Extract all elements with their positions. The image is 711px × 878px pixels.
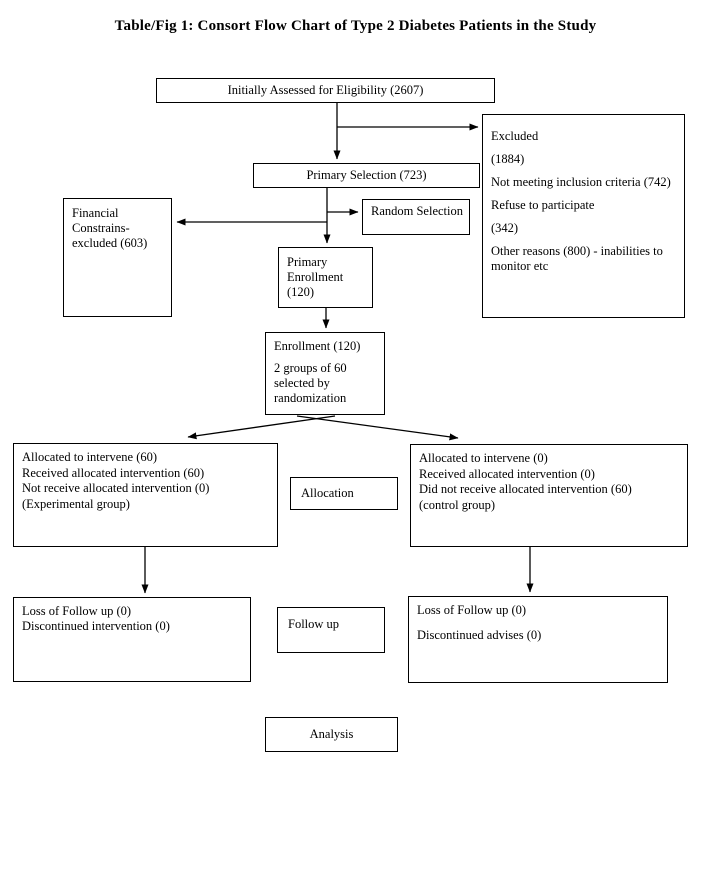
node-followup-experimental: Loss of Follow up (0) Discontinued inter…	[13, 597, 251, 682]
excluded-line: Refuse to participate	[491, 198, 595, 212]
node-allocated-experimental: Allocated to intervene (60) Received all…	[13, 443, 278, 547]
allocated-control-line: Received allocated intervention (0)	[419, 466, 595, 481]
excluded-line: Excluded	[491, 129, 539, 143]
analysis-stage-text: Analysis	[309, 727, 354, 741]
node-primary-selection-label: Primary Selection (723)	[306, 168, 427, 182]
allocated-experimental-line: Received allocated intervention (60)	[22, 465, 205, 480]
arrow-enrollment-to-control	[296, 415, 459, 441]
followup-stage-text: Follow up	[288, 617, 340, 631]
excluded-line: Not meeting inclusion criteria (742)	[491, 175, 671, 189]
node-random-selection-label: Random Selection	[371, 204, 463, 218]
node-random-selection: Random Selection	[362, 199, 470, 235]
node-financial-constraints: Financial Constrains- excluded (603)	[63, 198, 172, 317]
allocated-experimental-line: Not receive allocated intervention (0)	[22, 481, 210, 495]
excluded-line: (342)	[491, 221, 519, 235]
allocated-control-line: Did not receive allocated intervention (…	[419, 482, 632, 496]
chart-title: Table/Fig 1: Consort Flow Chart of Type …	[114, 18, 597, 34]
node-excluded: Excluded (1884) Not meeting inclusion cr…	[482, 114, 685, 318]
enrollment-line: Enrollment (120)	[274, 339, 361, 353]
allocated-control-line: Allocated to intervene (0)	[419, 451, 548, 465]
node-primary-enrollment: Primary Enrollment (120)	[278, 247, 373, 308]
node-allocated-control: Allocated to intervene (0) Received allo…	[410, 444, 688, 547]
allocated-control-line: (control group)	[419, 497, 496, 512]
allocated-experimental-line: Allocated to intervene (60)	[22, 450, 158, 464]
node-enrollment: Enrollment (120) 2 groups of 60 selected…	[265, 332, 385, 415]
followup-experimental-line: Discontinued intervention (0)	[22, 619, 170, 633]
arrow-enrollment-to-experimental	[187, 415, 336, 440]
excluded-line: Other reasons (800) - inabilities to mon…	[491, 244, 663, 273]
enrollment-line: 2 groups of 60 selected by randomization	[274, 361, 347, 405]
allocated-experimental-line: (Experimental group)	[22, 496, 130, 511]
node-allocation-stage-label: Allocation	[290, 477, 398, 510]
node-initially-assessed-label: Initially Assessed for Eligibility (2607…	[227, 83, 424, 97]
followup-control-line: Discontinued advises (0)	[417, 628, 542, 642]
allocation-stage-text: Allocation	[301, 486, 354, 500]
node-followup-control: Loss of Follow up (0) Discontinued advis…	[408, 596, 668, 683]
node-followup-stage-label: Follow up	[277, 607, 385, 653]
node-primary-enrollment-label: Primary Enrollment (120)	[287, 255, 344, 299]
excluded-line: (1884)	[491, 152, 525, 166]
node-initially-assessed: Initially Assessed for Eligibility (2607…	[156, 78, 495, 103]
followup-control-line: Loss of Follow up (0)	[417, 603, 527, 617]
node-financial-constraints-label: Financial Constrains- excluded (603)	[72, 206, 148, 250]
node-primary-selection: Primary Selection (723)	[253, 163, 480, 188]
followup-experimental-line: Loss of Follow up (0)	[22, 604, 132, 618]
node-analysis-stage-label: Analysis	[265, 717, 398, 752]
